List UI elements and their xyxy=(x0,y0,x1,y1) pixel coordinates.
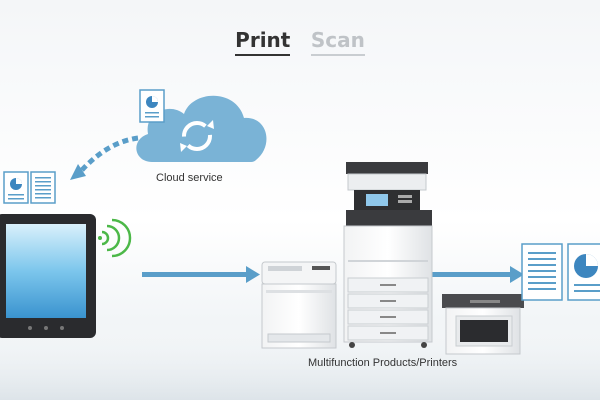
document-icon xyxy=(521,243,600,301)
mfp-copier-icon xyxy=(343,162,433,348)
mode-tabs: Print Scan xyxy=(0,28,600,56)
compact-printer-icon xyxy=(442,294,524,355)
laser-printer-icon xyxy=(261,261,337,349)
document-icon xyxy=(139,89,165,123)
cloud-sync-icon xyxy=(136,95,267,162)
cloud-service-label: Cloud service xyxy=(156,172,223,184)
cloud-download-arrow xyxy=(70,135,139,180)
print-arrow xyxy=(142,266,260,283)
output-arrow xyxy=(432,266,524,283)
tablet-icon xyxy=(0,214,96,338)
tab-scan[interactable]: Scan xyxy=(310,28,365,56)
tab-print[interactable]: Print xyxy=(235,28,291,56)
printers-label: Multifunction Products/Printers xyxy=(308,357,458,369)
document-icon xyxy=(3,171,56,204)
wifi-signal-icon xyxy=(98,218,132,258)
